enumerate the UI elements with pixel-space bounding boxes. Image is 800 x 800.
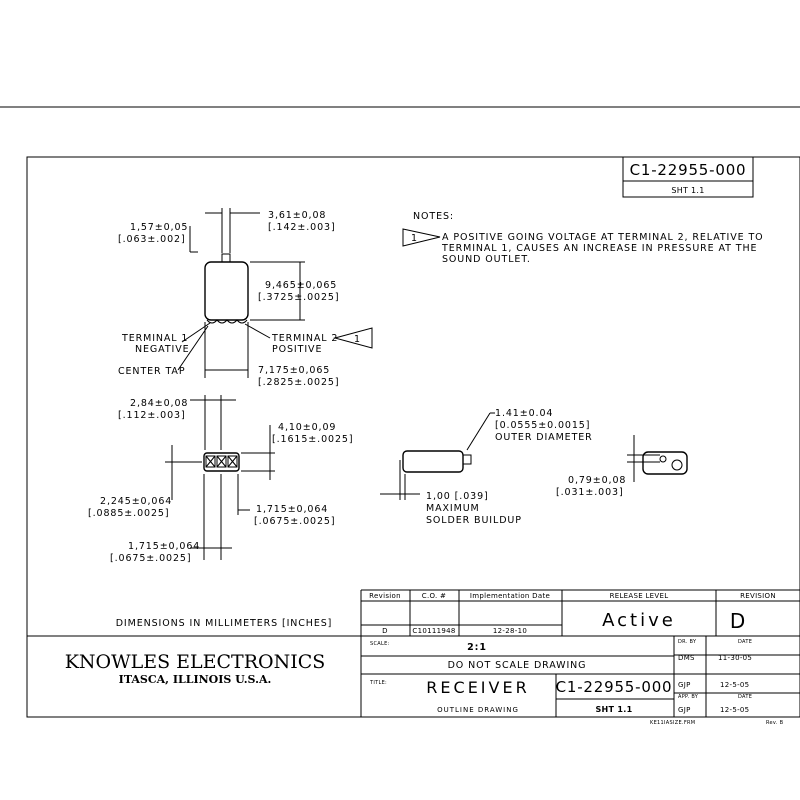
title-sheet: SHT 1.1: [596, 705, 633, 714]
sheet-number: SHT 1.1: [671, 186, 704, 195]
chk-date-value: 12-5-05: [720, 681, 749, 689]
dim-f-in: [.1615±.0025]: [272, 434, 353, 445]
title-block: Revision C.O. # Implementation Date RELE…: [27, 589, 800, 726]
dr-by-value: DMS: [678, 654, 695, 662]
dim-j-mm: 1.41±0.04: [495, 408, 553, 419]
revision-value: D: [382, 627, 388, 635]
center-tap-label: CENTER TAP: [118, 366, 185, 377]
app-by-label: APP. BY: [678, 694, 699, 700]
receiver-body-side: [402, 450, 464, 473]
receiver-body-outlet: [642, 451, 688, 475]
note-flag-icon: [402, 228, 441, 247]
release-level-value: Active: [602, 610, 676, 631]
dim-i-in: [.0675±.0025]: [110, 553, 191, 564]
revision-header: Revision: [369, 592, 401, 600]
form-id: KE11IASIZE.FRM: [650, 720, 695, 726]
receiver-body-top: [204, 261, 249, 321]
terminals: [206, 319, 248, 324]
dim-k-mm: 1,00 [.039]: [426, 491, 489, 502]
dim-l-in: [.031±.003]: [556, 487, 624, 498]
dim-h-mm: 1,715±0,064: [256, 504, 328, 515]
subtitle-value: OUTLINE DRAWING: [437, 706, 519, 714]
outlet-tube-side: [462, 454, 472, 465]
notes-block: NOTES: 1 A POSITIVE GOING VOLTAGE AT TER…: [402, 211, 764, 265]
dr-by-label: DR. BY: [678, 639, 697, 645]
dim-c-in: [.3725±.0025]: [258, 292, 339, 303]
terminal1-label: TERMINAL 1: [121, 333, 188, 344]
dim-d-in: [.2825±.0025]: [258, 377, 339, 388]
company-location: ITASCA, ILLINOIS U.S.A.: [119, 673, 272, 686]
dr-date-value: 11-30-05: [718, 654, 752, 662]
terminal1-polarity: NEGATIVE: [135, 344, 190, 355]
note-flag-number: 1: [411, 233, 418, 244]
terminal2-label: TERMINAL 2: [271, 333, 338, 344]
dim-a-in: [.063±.002]: [118, 234, 186, 245]
app-by-value: GJP: [678, 706, 691, 714]
company-name: KNOWLES ELECTRONICS: [65, 651, 326, 673]
co-header: C.O. #: [422, 592, 446, 600]
dim-j-in: [0.0555±0.0015]: [495, 420, 590, 431]
dim-e-in: [.112±.003]: [118, 410, 186, 421]
dim-b-in: [.142±.003]: [268, 222, 336, 233]
title-label: TITLE:: [369, 680, 387, 686]
dim-k-note2: SOLDER BUILDUP: [426, 515, 522, 526]
dim-g-mm: 2,245±0,064: [100, 496, 172, 507]
drawing-number-box: C1-22955-000 SHT 1.1: [622, 156, 754, 198]
terminal2-flag-number: 1: [354, 334, 361, 345]
dim-c-mm: 9,465±0,065: [265, 280, 337, 291]
revision-big: D: [730, 609, 746, 633]
dim-f-mm: 4,10±0,09: [278, 422, 336, 433]
dim-h-in: [.0675±.0025]: [254, 516, 335, 527]
scale-value: 2:1: [467, 642, 487, 653]
end-view-terminals: [205, 455, 238, 468]
chk-value: GJP: [678, 681, 691, 689]
impl-date-value: 12-28-10: [493, 627, 527, 635]
app-date-label: DATE: [738, 694, 752, 700]
terminal2-flag-icon: [333, 327, 373, 349]
dim-e-mm: 2,84±0,08: [130, 398, 188, 409]
impl-date-header: Implementation Date: [470, 592, 550, 600]
dim-j-note: OUTER DIAMETER: [495, 432, 593, 443]
note-line-2: TERMINAL 1, CAUSES AN INCREASE IN PRESSU…: [441, 243, 757, 254]
dr-date-label: DATE: [738, 639, 752, 645]
app-date-value: 12-5-05: [720, 706, 749, 714]
form-revision: Rev. B: [766, 720, 784, 726]
sound-outlet-nub: [221, 253, 231, 263]
outlet-hole: [659, 455, 667, 463]
outlet-tube-end: [671, 459, 683, 471]
dim-i-mm: 1,715±0,064: [128, 541, 200, 552]
note-line-1: A POSITIVE GOING VOLTAGE AT TERMINAL 2, …: [442, 232, 764, 243]
dim-b-mm: 3,61±0,08: [268, 210, 326, 221]
note-line-3: SOUND OUTLET.: [442, 254, 531, 265]
dim-k-note1: MAXIMUM: [426, 503, 480, 514]
release-level-label: RELEASE LEVEL: [610, 592, 669, 600]
do-not-scale: DO NOT SCALE DRAWING: [448, 660, 587, 671]
top-view: 1,57±0,05 [.063±.002] 3,61±0,08 [.142±.0…: [118, 208, 373, 388]
dim-g-in: [.0885±.0025]: [88, 508, 169, 519]
title-value: RECEIVER: [426, 678, 529, 697]
dimensions-note: DIMENSIONS IN MILLIMETERS [INCHES]: [116, 618, 333, 629]
title-drawing-number: C1-22955-000: [556, 678, 673, 696]
end-view: 2,84±0,08 [.112±.003] 4,10±0,09 [.1615±.…: [88, 395, 353, 564]
dim-d-mm: 7,175±0,065: [258, 365, 330, 376]
side-view: 1.41±0.04 [0.0555±0.0015] OUTER DIAMETER…: [380, 408, 593, 526]
notes-heading: NOTES:: [413, 211, 454, 222]
receiver-body-end: [203, 452, 240, 472]
drawing-number: C1-22955-000: [630, 161, 747, 179]
co-value: C10111948: [412, 627, 455, 635]
scale-label: SCALE:: [370, 641, 390, 647]
outlet-view: 0,79±0,08 [.031±.003]: [556, 435, 688, 498]
terminal2-polarity: POSITIVE: [272, 344, 322, 355]
dim-a-mm: 1,57±0,05: [130, 222, 188, 233]
revision-label: REVISION: [740, 592, 776, 600]
drawing-border: [26, 156, 800, 718]
dim-l-mm: 0,79±0,08: [568, 475, 626, 486]
